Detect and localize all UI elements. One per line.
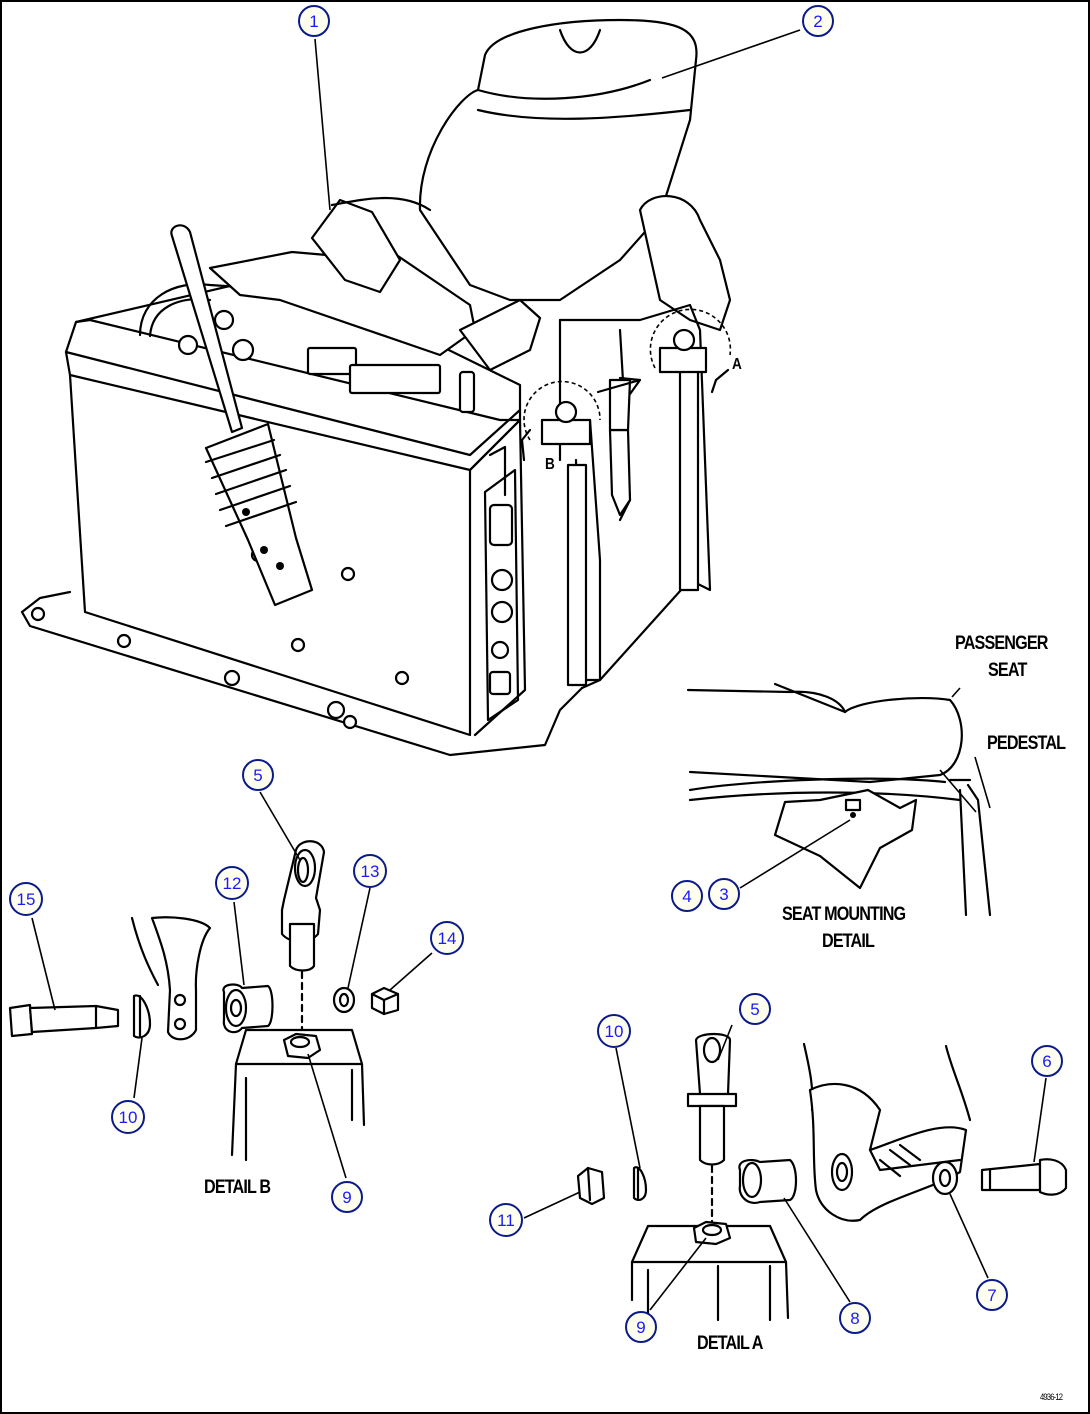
svg-text:8: 8 (850, 1309, 859, 1328)
callout-9-detail-a: 9 (625, 1311, 657, 1343)
svg-text:3: 3 (719, 885, 728, 904)
view-a-marker: A (732, 356, 742, 373)
svg-text:5: 5 (750, 1000, 759, 1019)
callout-3: 3 (708, 878, 740, 910)
callout-5-detail-a: 5 (739, 993, 771, 1025)
seat-mounting-label-line1: SEAT MOUNTING (782, 904, 906, 925)
svg-text:10: 10 (605, 1022, 624, 1041)
svg-text:15: 15 (17, 890, 36, 909)
view-b-marker: B (545, 456, 555, 473)
callout-10-detail-a: 10 (597, 1014, 631, 1048)
callout-13: 13 (353, 854, 387, 888)
passenger-seat-label-line1: PASSENGER (955, 633, 1048, 654)
pedestal-label: PEDESTAL (987, 733, 1066, 754)
seat-mounting-detail-drawing (686, 682, 992, 917)
callout-5-detail-b: 5 (242, 759, 274, 791)
callout-10-detail-b: 10 (111, 1100, 145, 1134)
callout-6: 6 (1031, 1045, 1063, 1077)
callout-14: 14 (430, 921, 464, 955)
callout-2: 2 (802, 5, 834, 37)
svg-text:9: 9 (342, 1188, 351, 1207)
passenger-seat-label-line2: SEAT (988, 660, 1027, 681)
svg-text:13: 13 (361, 862, 380, 881)
svg-text:7: 7 (987, 1286, 996, 1305)
callout-8: 8 (839, 1302, 871, 1334)
svg-text:14: 14 (438, 929, 457, 948)
svg-text:6: 6 (1042, 1052, 1051, 1071)
detail-a-label: DETAIL A (697, 1333, 763, 1354)
callout-12: 12 (215, 866, 249, 900)
callout-1: 1 (298, 5, 330, 37)
callout-4: 4 (671, 880, 703, 912)
callout-7: 7 (976, 1279, 1008, 1311)
callout-9-detail-b: 9 (331, 1181, 363, 1213)
svg-text:4: 4 (682, 887, 691, 906)
detail-b-label: DETAIL B (204, 1177, 271, 1198)
callout-15: 15 (9, 882, 43, 916)
svg-text:5: 5 (253, 766, 262, 785)
svg-text:11: 11 (497, 1211, 515, 1230)
leader-lines (31, 29, 1047, 1311)
svg-text:1: 1 (309, 12, 318, 31)
seat-mounting-label-line2: DETAIL (822, 931, 875, 952)
svg-text:2: 2 (813, 12, 822, 31)
figure-code: 4936-12 (1040, 1392, 1063, 1402)
main-assembly-drawing (20, 18, 732, 757)
svg-text:9: 9 (636, 1318, 645, 1337)
svg-text:12: 12 (223, 874, 242, 893)
callout-11: 11 (489, 1203, 523, 1237)
svg-text:10: 10 (119, 1108, 138, 1127)
detail-b-drawing (8, 840, 400, 1162)
